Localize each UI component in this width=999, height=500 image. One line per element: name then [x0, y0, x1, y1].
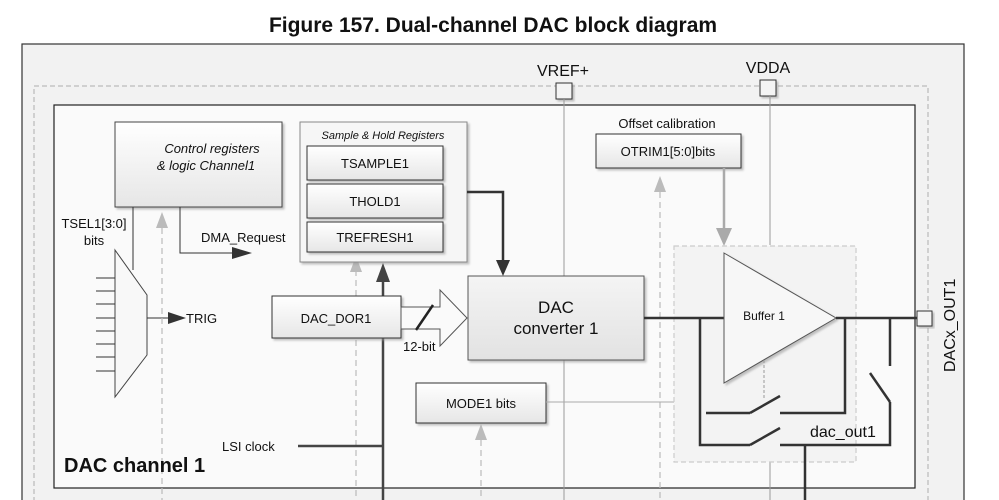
buffer-amplifier: [723, 252, 837, 384]
gray-arrow-up-icon: [350, 256, 362, 272]
sample-hold-to-dac-line: [467, 190, 505, 262]
dark-arrow-down-icon: [496, 260, 510, 276]
channel-label: DAC channel 1: [64, 455, 205, 477]
offset-calibration-title: Offset calibration: [618, 116, 715, 131]
mode-register: [415, 382, 547, 424]
dac-dor-register: [271, 295, 402, 339]
thold-register: [306, 183, 444, 219]
dac-out-label: dac_out1: [810, 424, 876, 441]
gray-arrow-up-icon: [654, 176, 666, 192]
dac-converter-label-2: converter 1: [513, 319, 598, 338]
bus-width-slash: [414, 304, 435, 331]
control-registers-block: [114, 121, 283, 208]
otrim-register: [595, 133, 742, 169]
dac-dor-label: DAC_DOR1: [301, 311, 372, 326]
vdda-pin: [759, 79, 777, 97]
dma-request-label: DMA_Request: [201, 230, 286, 245]
trig-label: TRIG: [186, 311, 217, 326]
tsample-register: [306, 145, 444, 181]
dac-out-pin-label: DACx_OUT1: [942, 279, 959, 372]
dac-converter-block: [467, 275, 645, 361]
buffer-label: Buffer 1: [743, 309, 785, 323]
gray-arrow-up-icon: [475, 424, 487, 440]
bus-width-label: 12-bit: [403, 339, 436, 354]
dac-converter-label-1: DAC: [538, 298, 574, 317]
vref-label: VREF+: [537, 63, 589, 80]
switch-network: [698, 318, 892, 500]
trefresh-register: [306, 221, 444, 253]
tsel-label-2: bits: [84, 233, 105, 248]
trig-arrow-icon: [168, 312, 186, 324]
thold-label: THOLD1: [349, 194, 400, 209]
mode-label: MODE1 bits: [446, 396, 517, 411]
gray-arrow-up-icon: [156, 212, 168, 228]
vdda-label: VDDA: [746, 60, 791, 77]
data-bus-arrow-icon: [400, 288, 468, 348]
dma-arrow-icon: [232, 247, 252, 259]
dark-arrow-up-icon: [376, 263, 390, 282]
lsi-clock-label: LSI clock: [222, 439, 275, 454]
dac-out-pin: [916, 310, 933, 327]
otrim-label: OTRIM1[5:0]bits: [621, 144, 716, 159]
mux-inputs: [96, 277, 115, 372]
dma-request-line: [179, 207, 240, 254]
vref-pin: [555, 82, 573, 100]
sample-hold-title: Sample & Hold Registers: [322, 130, 445, 142]
figure-title: Figure 157. Dual-channel DAC block diagr…: [268, 14, 718, 37]
control-label-1: Control registers: [164, 141, 260, 156]
tsample-label: TSAMPLE1: [341, 156, 409, 171]
tsel-label-1: TSEL1[3:0]: [61, 216, 126, 231]
gray-arrow-down-icon: [716, 228, 732, 246]
dashed-boundary: [33, 85, 929, 500]
trefresh-label: TREFRESH1: [336, 230, 413, 245]
trigger-mux: [114, 248, 148, 399]
control-label-2: & logic Channel1: [157, 158, 255, 173]
